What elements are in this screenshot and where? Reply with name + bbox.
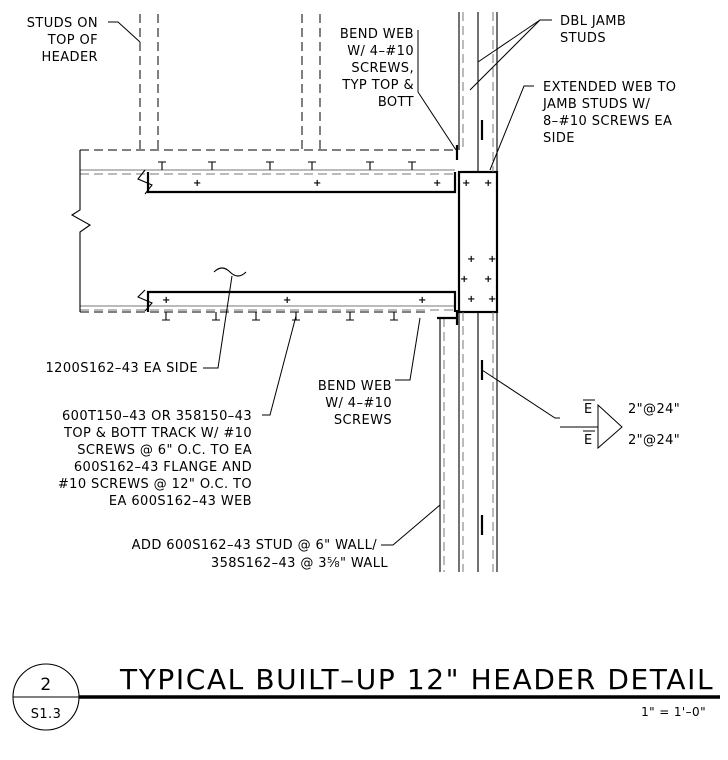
svg-text:W/ 4–#10: W/ 4–#10 <box>347 44 414 59</box>
svg-text:600S162–43 FLANGE AND: 600S162–43 FLANGE AND <box>74 460 252 475</box>
svg-text:BEND WEB: BEND WEB <box>340 27 414 42</box>
built-up-header <box>70 150 499 314</box>
screw-markers: + + + + + + + + + + + + + + <box>162 178 497 306</box>
svg-text:8–#10 SCREWS EA: 8–#10 SCREWS EA <box>543 114 672 129</box>
svg-text:+: + <box>488 254 497 265</box>
svg-text:W/ 4–#10: W/ 4–#10 <box>325 396 392 411</box>
svg-text:600T150–43 OR 358150–43: 600T150–43 OR 358150–43 <box>62 409 252 424</box>
svg-text:358S162–43 @ 3⅝" WALL: 358S162–43 @ 3⅝" WALL <box>211 556 388 571</box>
detail-number: 2 <box>40 675 51 695</box>
svg-text:STUDS ON: STUDS ON <box>27 16 98 31</box>
svg-text:+: + <box>467 254 476 265</box>
svg-text:STUDS: STUDS <box>560 31 606 46</box>
svg-text:HEADER: HEADER <box>41 50 98 65</box>
svg-text:EA 600S162–43 WEB: EA 600S162–43 WEB <box>109 494 252 509</box>
note-dbl-jamb-studs: DBL JAMB STUDS <box>560 14 626 46</box>
svg-text:TOP OF: TOP OF <box>47 33 98 48</box>
svg-text:E: E <box>584 402 593 417</box>
note-studs-on-top: STUDS ON TOP OF HEADER <box>27 16 98 65</box>
svg-text:+: + <box>484 178 493 189</box>
note-header-member: 1200S162–43 EA SIDE <box>46 361 198 376</box>
svg-text:#10 SCREWS @ 12" O.C. TO: #10 SCREWS @ 12" O.C. TO <box>58 477 252 492</box>
note-add-stud: ADD 600S162–43 STUD @ 6" WALL/ 358S162–4… <box>132 538 388 571</box>
svg-text:+: + <box>283 295 292 306</box>
detail-scale: 1" = 1'–0" <box>641 705 706 719</box>
svg-text:+: + <box>162 295 171 306</box>
svg-text:+: + <box>313 178 322 189</box>
title-block: 2 S1.3 TYPICAL BUILT–UP 12" HEADER DETAI… <box>12 663 720 731</box>
svg-text:2"@24": 2"@24" <box>628 433 680 448</box>
svg-text:+: + <box>433 178 442 189</box>
svg-text:BOTT: BOTT <box>378 95 414 110</box>
note-track: 600T150–43 OR 358150–43 TOP & BOTT TRACK… <box>58 409 252 509</box>
note-spacing: E E 2"@24" 2"@24" <box>583 399 680 448</box>
svg-text:SIDE: SIDE <box>543 131 575 146</box>
svg-text:+: + <box>418 295 427 306</box>
svg-text:+: + <box>467 294 476 305</box>
svg-text:+: + <box>488 294 497 305</box>
svg-text:+: + <box>484 274 493 285</box>
studs-on-top-of-header <box>80 14 455 313</box>
svg-text:SCREWS: SCREWS <box>334 413 392 428</box>
svg-text:TYP TOP &: TYP TOP & <box>341 78 414 93</box>
svg-text:TOP & BOTT TRACK W/ #10: TOP & BOTT TRACK W/ #10 <box>63 426 252 441</box>
note-bend-web-top: BEND WEB W/ 4–#10 SCREWS, TYP TOP & BOTT <box>340 27 414 110</box>
note-extended-web: EXTENDED WEB TO JAMB STUDS W/ 8–#10 SCRE… <box>542 80 676 146</box>
svg-text:ADD 600S162–43 STUD @ 6" WALL/: ADD 600S162–43 STUD @ 6" WALL/ <box>132 538 378 553</box>
svg-text:DBL JAMB: DBL JAMB <box>560 14 626 29</box>
svg-text:E: E <box>584 433 593 448</box>
detail-title: TYPICAL BUILT–UP 12" HEADER DETAIL <box>119 663 714 696</box>
svg-text:EXTENDED WEB TO: EXTENDED WEB TO <box>543 80 676 95</box>
svg-text:JAMB STUDS W/: JAMB STUDS W/ <box>542 97 651 112</box>
leader-lines <box>108 19 623 546</box>
svg-text:+: + <box>460 274 469 285</box>
jamb-studs <box>437 12 498 572</box>
sheet-number: S1.3 <box>31 707 62 722</box>
svg-text:BEND WEB: BEND WEB <box>318 379 392 394</box>
svg-text:SCREWS,: SCREWS, <box>351 61 414 76</box>
note-bend-web-bottom: BEND WEB W/ 4–#10 SCREWS <box>318 379 392 428</box>
svg-text:SCREWS @ 6" O.C. TO EA: SCREWS @ 6" O.C. TO EA <box>77 443 252 458</box>
svg-text:+: + <box>462 178 471 189</box>
svg-text:+: + <box>193 178 202 189</box>
svg-text:2"@24": 2"@24" <box>628 402 680 417</box>
svg-text:1200S162–43 EA SIDE: 1200S162–43 EA SIDE <box>46 361 198 376</box>
